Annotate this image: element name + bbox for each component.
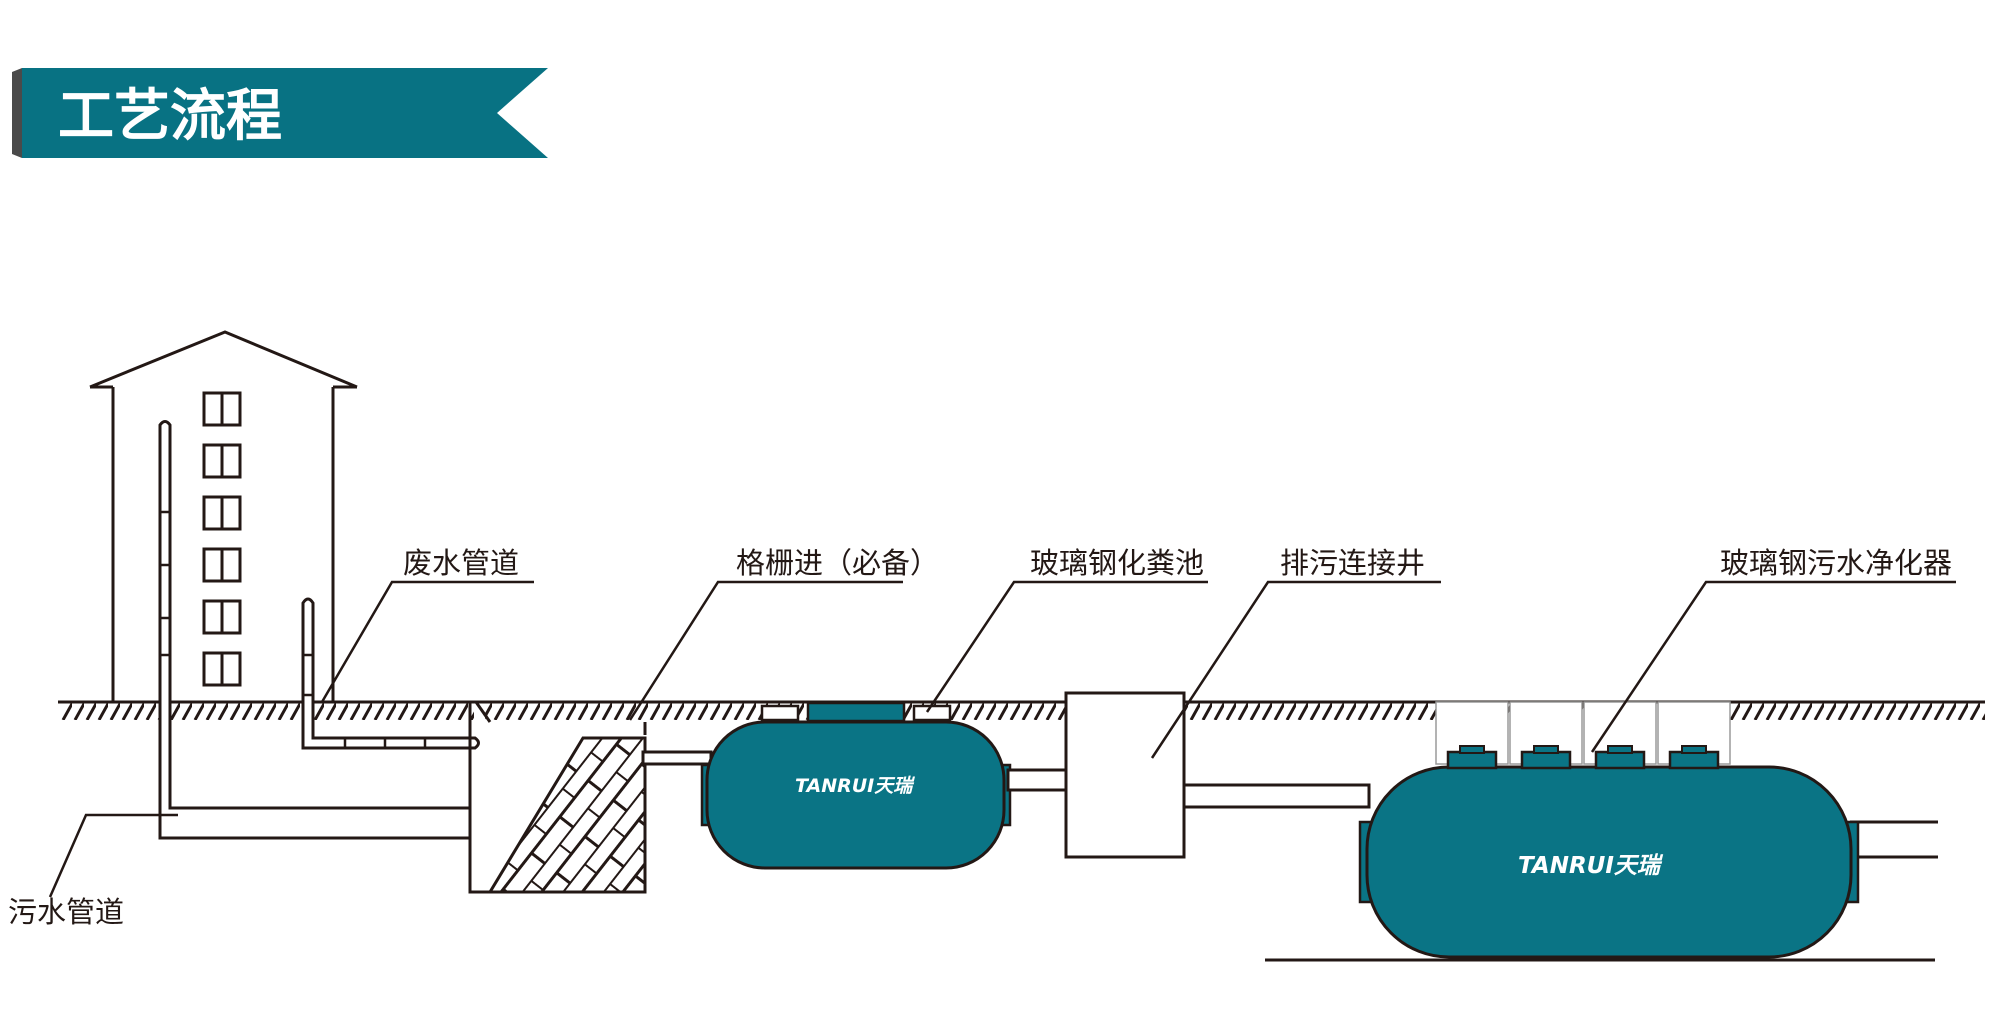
label-sewage-pipe: 污水管道 bbox=[8, 895, 124, 929]
purifier-cover-cap bbox=[1681, 745, 1707, 754]
leader-septic-tank bbox=[925, 580, 1208, 713]
purifier-cover-cap bbox=[1533, 745, 1559, 754]
sewage-riser bbox=[158, 420, 472, 840]
connection-well bbox=[1064, 691, 1186, 859]
well-to-purifier-pipe bbox=[1182, 783, 1371, 809]
grille-bricks bbox=[487, 736, 647, 894]
leader-grille-inlet bbox=[628, 580, 903, 721]
label-grille-inlet: 格栅进（必备） bbox=[736, 546, 939, 580]
wastewater-pipe-system bbox=[301, 597, 480, 750]
leader-sewage-purifier bbox=[1590, 580, 1956, 753]
purifier-cover-cap bbox=[1459, 745, 1485, 754]
leader-wastewater-pipe bbox=[320, 580, 534, 703]
tank-to-well-pipe bbox=[1006, 768, 1070, 792]
brand-logo-large: TANRUI天瑞 bbox=[1518, 853, 1664, 879]
purifier-cover bbox=[1446, 750, 1498, 770]
label-sewage-purifier: 玻璃钢污水净化器 bbox=[1720, 546, 1952, 580]
purifier-cover bbox=[1520, 750, 1572, 770]
sewage-purifier: TANRUI天瑞 bbox=[1265, 701, 1938, 962]
page-title: 工艺流程 bbox=[58, 84, 282, 149]
building-roof bbox=[89, 330, 358, 389]
leader-connection-well bbox=[1150, 580, 1441, 759]
purifier-covers bbox=[1446, 745, 1720, 770]
leader-sewage-pipe bbox=[48, 813, 178, 898]
purifier-cover bbox=[1594, 750, 1646, 770]
riser-collar-right bbox=[912, 704, 952, 722]
manhole-cover bbox=[806, 701, 906, 723]
label-wastewater-pipe: 废水管道 bbox=[403, 546, 519, 580]
riser-collar-left bbox=[760, 704, 800, 722]
header-banner: 工艺流程 bbox=[12, 68, 548, 158]
wastewater-riser bbox=[301, 597, 480, 750]
purifier-cover bbox=[1668, 750, 1720, 770]
ground-hatch-left bbox=[60, 702, 474, 720]
channel-lip bbox=[474, 701, 492, 723]
ground-hatch-mid bbox=[485, 702, 1985, 720]
septic-tank: TANRUI天瑞 bbox=[700, 701, 1012, 870]
banner-accent bbox=[12, 68, 22, 158]
label-septic-tank: 玻璃钢化粪池 bbox=[1030, 546, 1204, 580]
building bbox=[89, 330, 358, 702]
grille-to-tank-pipe bbox=[641, 750, 713, 766]
grille-channel bbox=[468, 701, 713, 894]
brand-logo: TANRUI天瑞 bbox=[795, 775, 915, 797]
sewage-pipe-system bbox=[158, 420, 472, 840]
label-connection-well: 排污连接井 bbox=[1280, 546, 1425, 580]
building-windows bbox=[202, 391, 242, 687]
callouts: 废水管道 污水管道 格栅进（必备） 玻璃钢化粪池 排污连接井 玻璃钢污水净化器 bbox=[8, 546, 1956, 929]
purifier-cover-cap bbox=[1607, 745, 1633, 754]
banner-shape bbox=[22, 68, 548, 158]
